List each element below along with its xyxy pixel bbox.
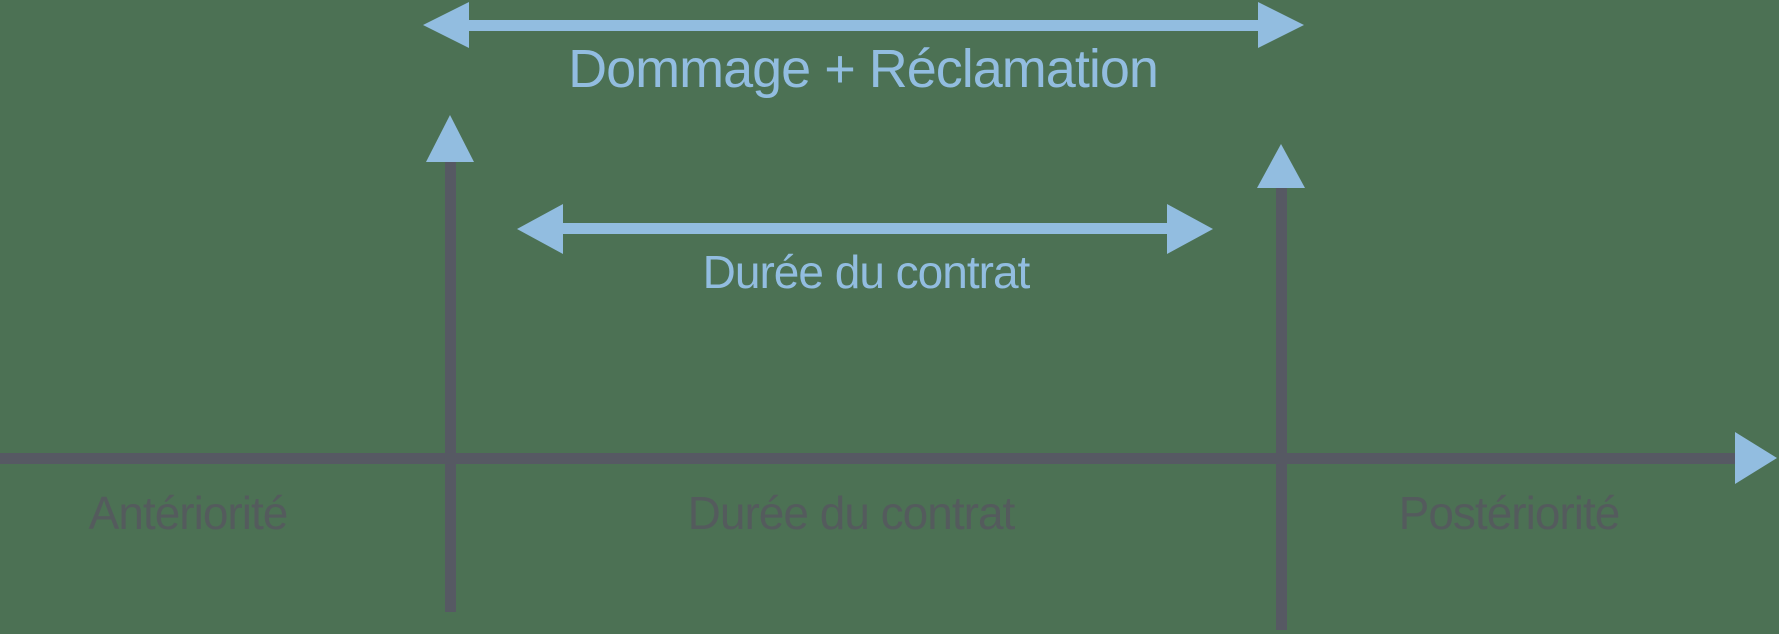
time-axis (0, 453, 1737, 464)
contract-end-boundary-arrow (1257, 144, 1305, 630)
duree-contrat-axis-label: Durée du contrat (687, 487, 1016, 539)
arrow-shaft (563, 223, 1167, 234)
arrow-shaft (469, 19, 1258, 31)
arrowhead-left-icon (423, 2, 469, 48)
duree-contrat-arrow-label: Durée du contrat (702, 246, 1031, 298)
arrowhead-up-icon (426, 115, 474, 162)
duree-contrat-arrow (517, 203, 1213, 254)
dommage-reclamation-arrow (423, 2, 1304, 48)
arrowhead-left-icon (517, 203, 563, 254)
dommage-reclamation-label: Dommage + Réclamation (568, 39, 1159, 99)
posteriorite-label: Postériorité (1398, 487, 1621, 539)
contract-start-boundary-arrow (426, 115, 474, 612)
boundary-line (1275, 188, 1287, 630)
boundary-line (444, 162, 456, 612)
arrowhead-right-icon (1258, 2, 1304, 48)
arrowhead-right-icon (1167, 203, 1213, 254)
arrowhead-up-icon (1257, 144, 1305, 188)
time-axis-arrowhead-icon (1735, 432, 1777, 484)
anteriorite-label: Antériorité (88, 487, 289, 539)
